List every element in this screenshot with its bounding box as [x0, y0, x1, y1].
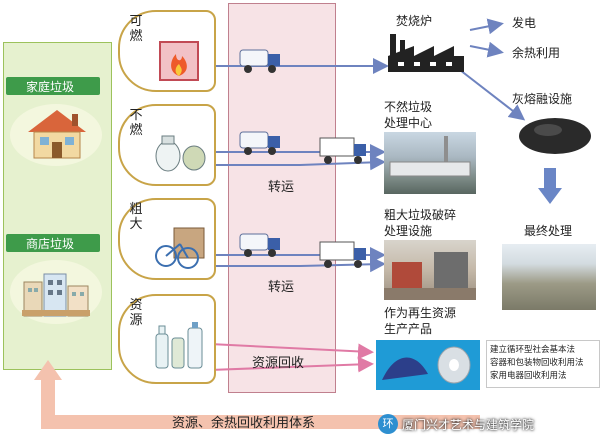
household-label-badge: 家庭垃圾	[6, 77, 100, 95]
crusher-machine-icon	[384, 252, 476, 300]
ash-melting-label: 灰熔融设施	[512, 92, 573, 106]
recovery-system-label: 资源、余热回收利用体系	[172, 416, 316, 431]
law-note-line2: 容器和包装物回收利用法	[490, 358, 584, 368]
recycle-label: 资源回收	[252, 356, 305, 371]
factory-chimney-icon	[389, 136, 471, 177]
watermark-logo-circle: 环	[378, 414, 398, 434]
resource-label: 资源	[129, 298, 143, 328]
law-note-line3: 家用电器回收利用法	[490, 371, 567, 381]
garbage-truck-icon-1	[239, 49, 280, 73]
crushing-line1: 粗大垃圾破碎	[384, 208, 457, 222]
bottles-icon	[155, 322, 203, 369]
crushing-line2: 处理设施	[384, 224, 433, 238]
household-label: 家庭垃圾	[26, 80, 75, 94]
cargo-truck-icon-2	[319, 241, 366, 268]
transfer-label-bottom: 转运	[268, 280, 295, 295]
bicycle-furniture-icon	[155, 227, 205, 269]
garbage-truck-icon-3	[239, 233, 280, 257]
combustible-label: 可燃	[129, 14, 143, 44]
power-label: 发电	[512, 16, 537, 30]
watermark-school: 厦门兴才艺术与建筑学院	[402, 418, 535, 432]
house-icon	[28, 110, 86, 159]
law-note-line1: 建立循环型社会基本法	[490, 345, 576, 355]
noncomb-center-line1: 不然垃圾	[384, 100, 433, 114]
noncomb-center-line2: 处理中心	[384, 116, 433, 130]
transfer-label-top: 转运	[268, 180, 295, 195]
ceramic-items-icon	[155, 135, 206, 172]
transfer-band	[228, 3, 336, 393]
fabric-roll-icon	[382, 346, 471, 384]
shop-building-icon	[22, 273, 90, 317]
shop-label: 商店垃圾	[26, 237, 75, 251]
garbage-truck-icon-2	[239, 131, 280, 155]
cargo-truck-icon-1	[319, 137, 366, 164]
burnable-box-icon	[159, 41, 199, 81]
shop-label-badge: 商店垃圾	[6, 234, 100, 252]
noncombustible-label: 不燃	[129, 108, 143, 138]
recycled-line1: 作为再生资源	[384, 306, 457, 320]
slag-pile-icon	[519, 118, 591, 154]
landfill-photo	[502, 244, 596, 310]
watermark-logo-text: 环	[382, 417, 394, 430]
recycled-line2: 生产产品	[384, 322, 433, 336]
incinerator-label: 焚烧炉	[396, 14, 433, 28]
oversized-label: 粗大	[129, 202, 143, 232]
waste-heat-label: 余热利用	[512, 46, 561, 60]
final-disposal-label: 最终处理	[524, 224, 573, 238]
incinerator-icon	[388, 34, 464, 72]
